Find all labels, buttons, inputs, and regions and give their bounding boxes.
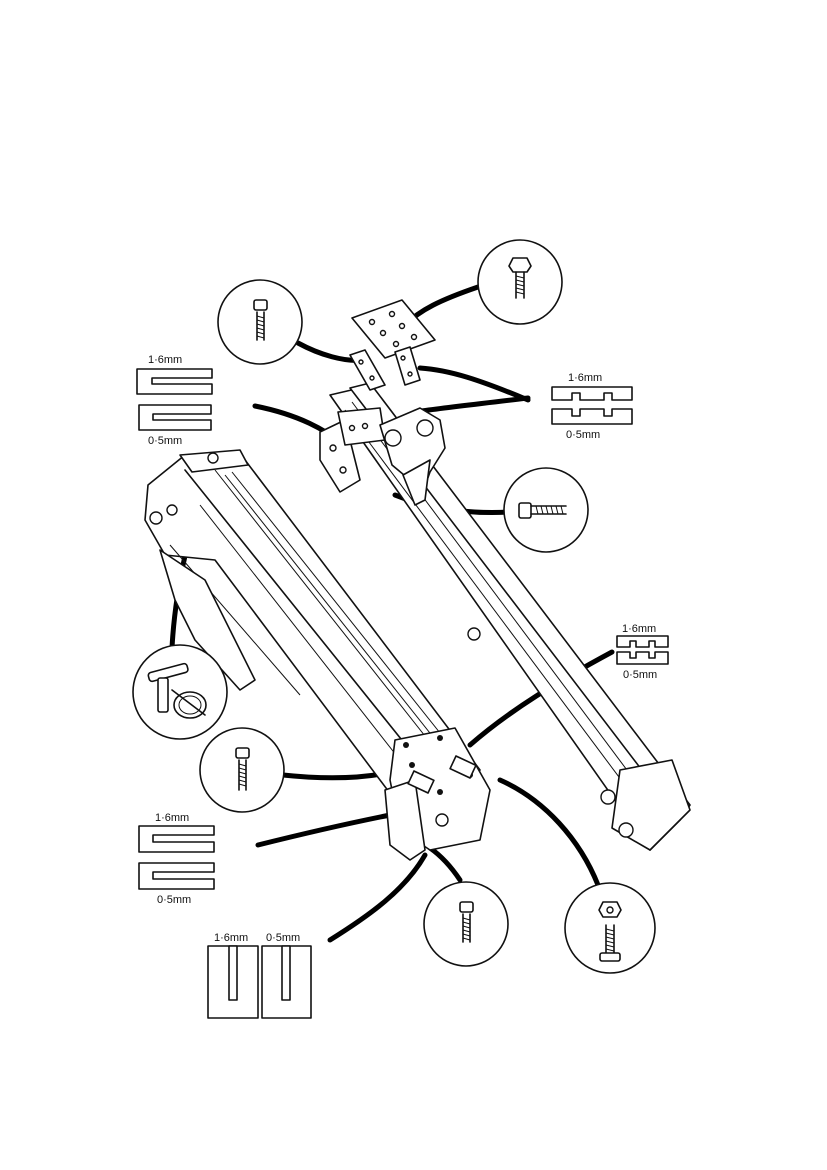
label-mid-right-thin: 0·5mm (623, 669, 657, 681)
shim-set-top-right (551, 386, 633, 425)
cap-screw-callout-top (217, 279, 303, 365)
bolt-nut-callout (564, 882, 656, 974)
label-mid-right-thick: 1·6mm (622, 623, 656, 635)
label-bottom-pair-thin: 0·5mm (266, 932, 300, 944)
shim-set-mid-right (616, 635, 669, 665)
label-top-right-thick: 1·6mm (568, 372, 602, 384)
seat-runner-front (144, 449, 491, 861)
mounting-plate (351, 299, 436, 359)
shim-set-top-left (136, 368, 213, 431)
hex-bolt-callout-top (477, 239, 563, 325)
label-bottom-left-thick: 1·6mm (155, 812, 189, 824)
label-bottom-left-thin: 0·5mm (157, 894, 191, 906)
cap-screw-callout-right (503, 467, 589, 553)
cap-screw-callout-bottom (423, 881, 509, 967)
lever-pin-callout (132, 644, 228, 740)
label-top-left-thin: 0·5mm (148, 435, 182, 447)
shim-labels: 1·6mm 0·5mm 1·6mm 0·5mm 1·6mm 0·5mm 1·6m… (148, 354, 657, 944)
label-bottom-pair-thick: 1·6mm (214, 932, 248, 944)
label-top-left-thick: 1·6mm (148, 354, 182, 366)
seat-runner-rear (319, 382, 691, 851)
spacer-blocks (349, 346, 421, 391)
shim-set-bottom-left (138, 825, 215, 890)
shim-set-bottom-pair (207, 945, 312, 1019)
label-top-right-thin: 0·5mm (566, 429, 600, 441)
cap-screw-callout-mid (199, 727, 285, 813)
